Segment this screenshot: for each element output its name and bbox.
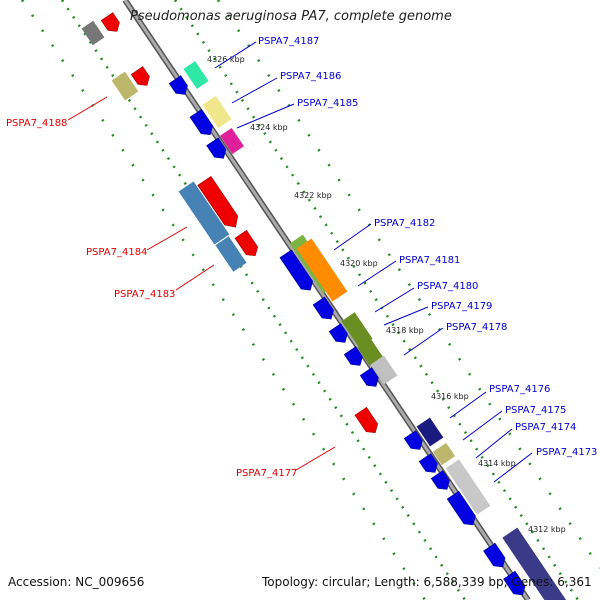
gene-label-forward[interactable]: PSPA7_4176 [489,384,550,395]
tick-label: 4322 kbp [294,191,332,200]
cog-block [220,127,244,155]
cds-arrow[interactable] [403,430,426,454]
tick-label: 4316 kbp [431,392,469,401]
cds-arrow[interactable] [483,542,508,571]
gene-label-forward[interactable]: PSPA7_4178 [446,322,507,333]
gene-label-forward[interactable]: PSPA7_4173 [536,447,597,458]
gene-label-forward[interactable]: PSPA7_4187 [258,36,319,47]
cds-arrow[interactable] [354,406,381,436]
gc-content-track-inner [20,0,427,600]
gene-label-reverse[interactable]: PSPA7_4177 [236,468,297,479]
cds-arrow[interactable] [312,296,337,323]
cds-arrow[interactable] [234,229,261,259]
cds-arrow[interactable] [446,490,479,529]
cds-arrow[interactable] [328,323,351,347]
gene-label-forward[interactable]: PSPA7_4186 [280,71,341,82]
cog-block [183,61,209,89]
cog-block [178,181,230,245]
cds-arrow[interactable] [168,75,191,99]
tick-label: 4320 kbp [340,259,378,268]
gene-label-reverse[interactable]: PSPA7_4184 [86,247,147,258]
cds-arrow[interactable] [279,249,316,294]
gc-content-track-outer [216,0,600,569]
gene-label-forward[interactable]: PSPA7_4180 [417,281,478,292]
map-title: Pseudomonas aeruginosa PA7, complete gen… [130,9,452,24]
tick-label: 4318 kbp [386,326,424,335]
cog-block [432,442,456,466]
cog-block [502,527,568,600]
cog-block [81,20,105,46]
forward-gene-labels: PSPA7_4187 PSPA7_4186 PSPA7_4185 PSPA7_4… [214,36,597,483]
cds-arrow[interactable] [343,346,366,370]
cog-block [111,71,139,101]
tick-label: 4324 kbp [250,123,288,132]
cds-arrow[interactable] [359,367,382,391]
cog-features [81,20,568,600]
tick-label: 4326 kbp [207,55,245,64]
gene-label-forward[interactable]: PSPA7_4179 [431,301,492,312]
forward-cds-track [168,75,528,599]
cds-arrow[interactable] [189,108,216,138]
cog-block [445,459,491,515]
gene-label-reverse[interactable]: PSPA7_4188 [6,118,67,129]
gene-label-forward[interactable]: PSPA7_4181 [399,255,460,266]
gc-skew-track-outer [173,0,580,600]
genome-stats-text: Topology: circular; Length: 6,588,339 bp… [262,575,592,589]
gene-label-forward[interactable]: PSPA7_4185 [297,98,358,109]
cds-arrow[interactable] [418,453,441,477]
gene-label-reverse[interactable]: PSPA7_4183 [114,289,175,300]
cog-block [341,312,373,348]
gene-label-forward[interactable]: PSPA7_4175 [505,405,566,416]
cds-arrow[interactable] [503,570,528,599]
cds-arrow[interactable] [206,137,230,162]
cds-arrow[interactable] [130,66,153,90]
gc-skew-track-inner [60,0,467,600]
accession-text: Accession: NC_009656 [8,575,145,589]
cds-arrow[interactable] [100,12,123,36]
reverse-gene-labels: PSPA7_4188 PSPA7_4184 PSPA7_4183 PSPA7_4… [6,96,336,479]
cog-block [416,417,444,447]
cog-block [215,236,247,272]
cog-block [296,238,348,302]
cds-arrow[interactable] [197,175,243,231]
kbp-ticks: 4326 kbp 4324 kbp 4322 kbp 4320 kbp 4318… [207,55,566,534]
gene-label-forward[interactable]: PSPA7_4174 [515,422,576,433]
tick-label: 4314 kbp [478,459,516,468]
cds-arrow[interactable] [430,470,453,494]
cog-block [357,338,383,366]
reverse-cds-track [100,12,381,436]
tick-label: 4312 kbp [528,525,566,534]
cog-block [202,95,232,129]
gene-label-forward[interactable]: PSPA7_4182 [374,218,435,229]
cog-block [370,355,398,385]
